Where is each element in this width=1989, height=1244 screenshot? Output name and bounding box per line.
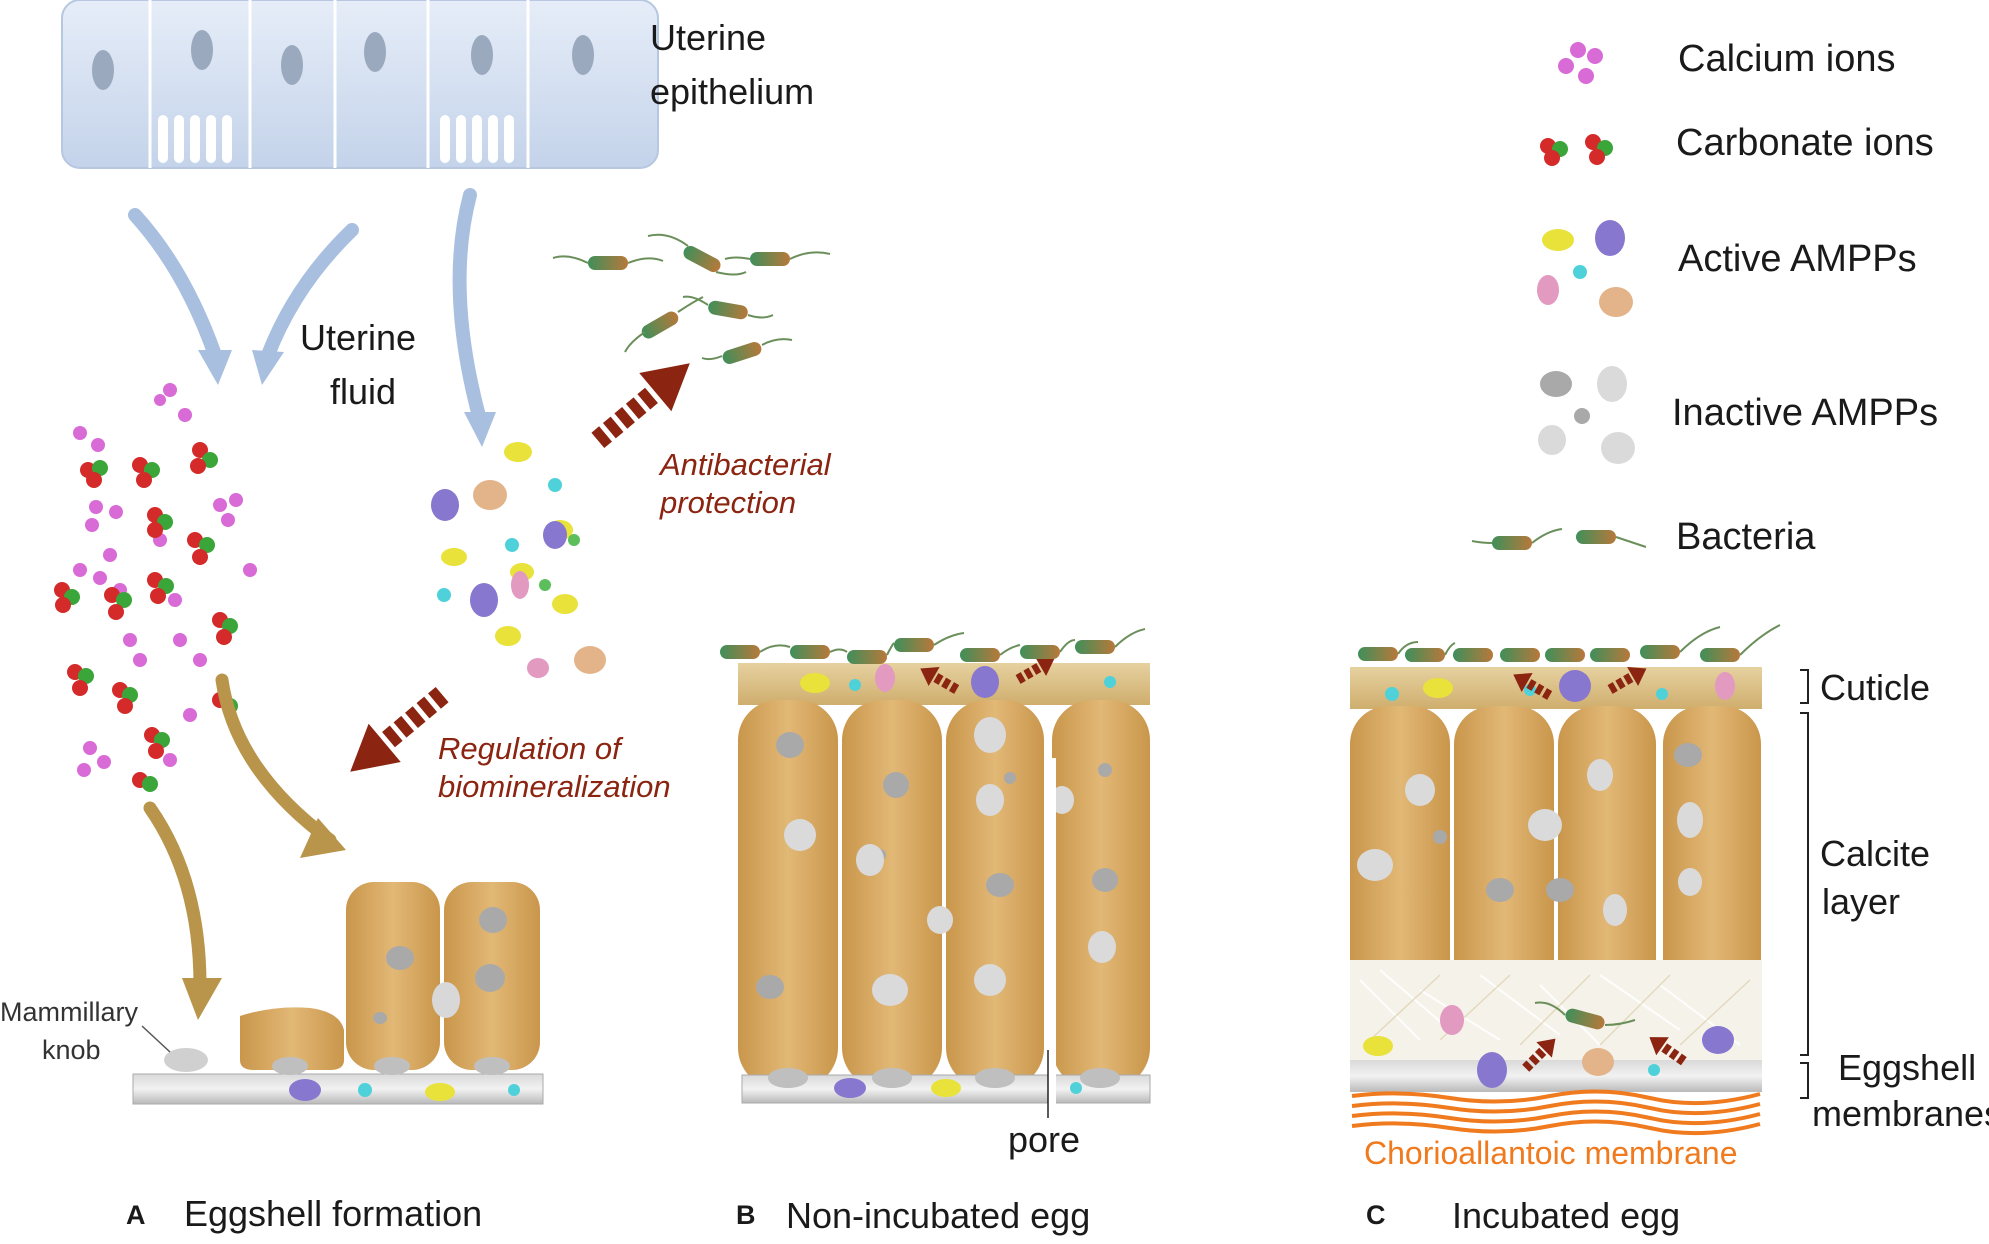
uterine-epithelium [61,0,659,169]
calcite-layer-label-1: Calcite [1820,833,1931,874]
active-ampps-cluster [431,442,606,678]
panel-c-shell [1350,624,1781,1136]
legend-active-ampps-label: Active AMPPs [1678,238,1917,280]
legend-carbonate-label: Carbonate ions [1676,122,1934,164]
panel-b-shell [720,628,1151,1118]
uterine-epithelium-label-2: epithelium [650,71,815,112]
bacteria-icon [1471,528,1647,550]
cuticle-label: Cuticle [1820,667,1931,708]
eggshell-membranes-label-2: membranes [1812,1093,1989,1134]
mammillary-knob-label-2: knob [42,1035,101,1065]
panel-c-title: Incubated egg [1452,1195,1681,1236]
inactive-ampps-icon [1538,366,1635,464]
legend-calcium-label: Calcium ions [1678,38,1896,80]
deposition-arrows [143,673,337,992]
layer-brackets [1800,669,1809,1099]
panel-b-title: Non-incubated egg [786,1195,1091,1236]
biomineralization-arrow [350,686,449,772]
calcite-layer-label-2: layer [1822,881,1901,922]
regulation-label-1: Regulation of [438,731,621,766]
active-ampps-icon [1537,220,1633,317]
calcium-ions-icon [1558,42,1603,84]
uterine-fluid-arrows [128,188,487,427]
carbonate-ions-icon [1540,134,1613,166]
legend-bacteria-label: Bacteria [1676,516,1816,558]
uterine-fluid-label-2: fluid [330,371,397,412]
legend-inactive-ampps-label: Inactive AMPPs [1672,392,1939,434]
uterine-fluid-label-1: Uterine [300,317,417,358]
panel-a-shell [132,882,544,1105]
panel-a-title: Eggshell formation [184,1193,483,1234]
antibacterial-label-1: Antibacterial [660,447,831,482]
uterine-epithelium-label-1: Uterine [650,17,767,58]
panel-a-letter: A [126,1200,146,1230]
regulation-label-2: biomineralization [438,769,671,804]
panel-c-letter: C [1366,1200,1386,1230]
ion-cluster [54,383,257,792]
pore-label: pore [1008,1119,1081,1160]
antibacterial-label-2: protection [660,485,797,520]
mammillary-knob-label-1: Mammillary [0,997,138,1027]
antibacterial-arrow [591,363,690,449]
bacteria-group [552,233,831,365]
panel-b-letter: B [736,1200,756,1230]
chorioallantoic-membrane-label: Chorioallantoic membrane [1364,1135,1738,1171]
eggshell-membranes-label-1: Eggshell [1838,1047,1977,1088]
